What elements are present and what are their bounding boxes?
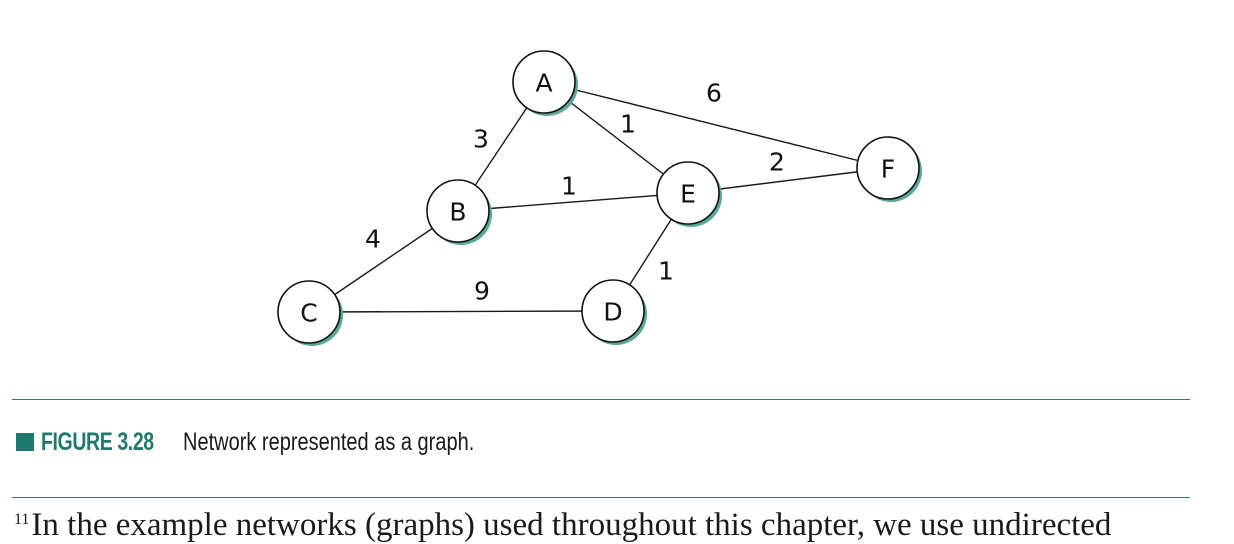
- edge-a-f: [543, 81, 889, 169]
- edge-e-f: [687, 167, 889, 194]
- node-d: D: [581, 279, 647, 345]
- node-circle: [277, 280, 341, 344]
- footnote-text: In the example networks (graphs) used th…: [31, 507, 1112, 543]
- caption-bottom-rule: [12, 497, 1190, 498]
- footnote-marker: 11: [14, 511, 30, 528]
- node-label: B: [449, 198, 466, 227]
- node-circle: [512, 50, 576, 114]
- footnote: 11In the example networks (graphs) used …: [14, 507, 1111, 544]
- node-label: E: [680, 180, 696, 209]
- node-circle: [581, 279, 645, 343]
- edge-weight-b-e: 1: [561, 172, 577, 201]
- edge-weight-a-f: 6: [706, 79, 722, 108]
- edge-b-e: [457, 192, 689, 212]
- caption-square-icon: [16, 433, 34, 451]
- node-circle: [856, 136, 920, 200]
- node-f: F: [856, 136, 922, 202]
- node-circle: [426, 179, 490, 243]
- edge-c-d: [308, 310, 614, 313]
- node-e: E: [656, 161, 722, 227]
- node-label: C: [300, 299, 317, 328]
- node-b: B: [426, 179, 492, 245]
- network-graph: 3 1 6 1 4 9 1 2 A B C D E F: [277, 50, 922, 346]
- edge-weight-a-e: 1: [620, 110, 636, 139]
- node-label: A: [535, 69, 552, 98]
- edge-weight-a-b: 3: [473, 125, 489, 154]
- figure-caption: FIGURE 3.28 Network represented as a gra…: [16, 424, 547, 460]
- edges-layer: 3 1 6 1 4 9 1 2: [308, 79, 889, 313]
- edge-weight-c-d: 9: [474, 277, 490, 306]
- edge-weight-d-e: 1: [658, 257, 674, 286]
- edge-weight-e-f: 2: [769, 148, 785, 177]
- caption-top-rule: [12, 399, 1190, 400]
- node-c: C: [277, 280, 343, 346]
- caption-text: Network represented as a graph.: [183, 427, 475, 456]
- edge-weight-b-c: 4: [365, 225, 381, 254]
- caption-label: FIGURE 3.28: [41, 427, 154, 456]
- nodes-layer: A B C D E F: [277, 50, 922, 346]
- node-circle: [656, 161, 720, 225]
- node-label: D: [603, 298, 622, 327]
- node-label: F: [881, 155, 895, 184]
- node-a: A: [512, 50, 578, 116]
